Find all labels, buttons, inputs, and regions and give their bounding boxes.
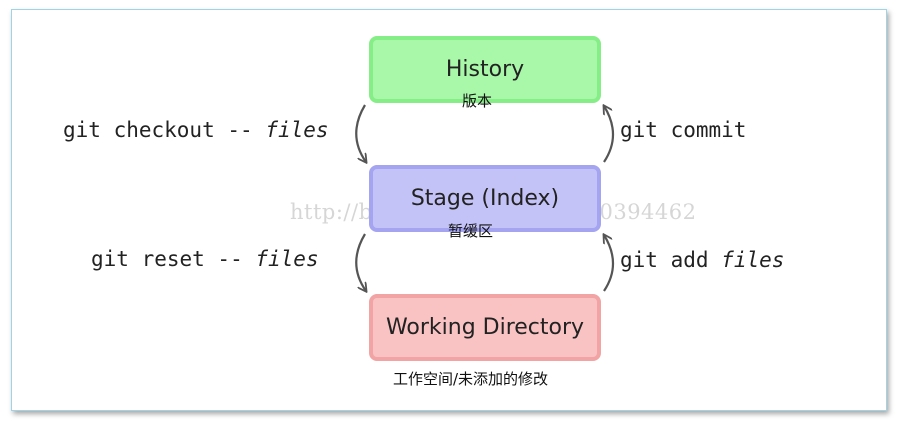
history-label: History: [445, 57, 525, 82]
add-command: git add files: [620, 248, 784, 272]
add-arg-text: files: [721, 248, 785, 272]
reset-command: git reset -- files: [91, 247, 319, 271]
working-sublabel: 工作空间/未添加的修改: [393, 370, 549, 388]
stage-sublabel: 暂缓区: [448, 222, 494, 240]
reset-arrow: [355, 233, 366, 291]
checkout-cmd-text: git checkout --: [63, 118, 253, 142]
commit-arrow: [604, 106, 615, 163]
history-node: History: [369, 36, 601, 103]
checkout-arg-text: files: [265, 118, 329, 142]
reset-arg-text: files: [255, 247, 319, 271]
history-sublabel: 版本: [462, 92, 493, 110]
reset-cmd-text: git reset --: [91, 247, 243, 271]
working-label: Working Directory: [385, 315, 585, 340]
add-cmd-text: git add: [620, 248, 709, 272]
add-arrow: [604, 235, 615, 292]
stage-label: Stage (Index): [410, 186, 560, 211]
commit-cmd-text: git commit: [620, 118, 747, 142]
working-node: Working Directory: [369, 294, 601, 361]
checkout-arrow: [355, 104, 366, 162]
stage-node: Stage (Index): [369, 165, 601, 232]
commit-command: git commit: [620, 118, 746, 142]
checkout-command: git checkout -- files: [63, 118, 329, 142]
